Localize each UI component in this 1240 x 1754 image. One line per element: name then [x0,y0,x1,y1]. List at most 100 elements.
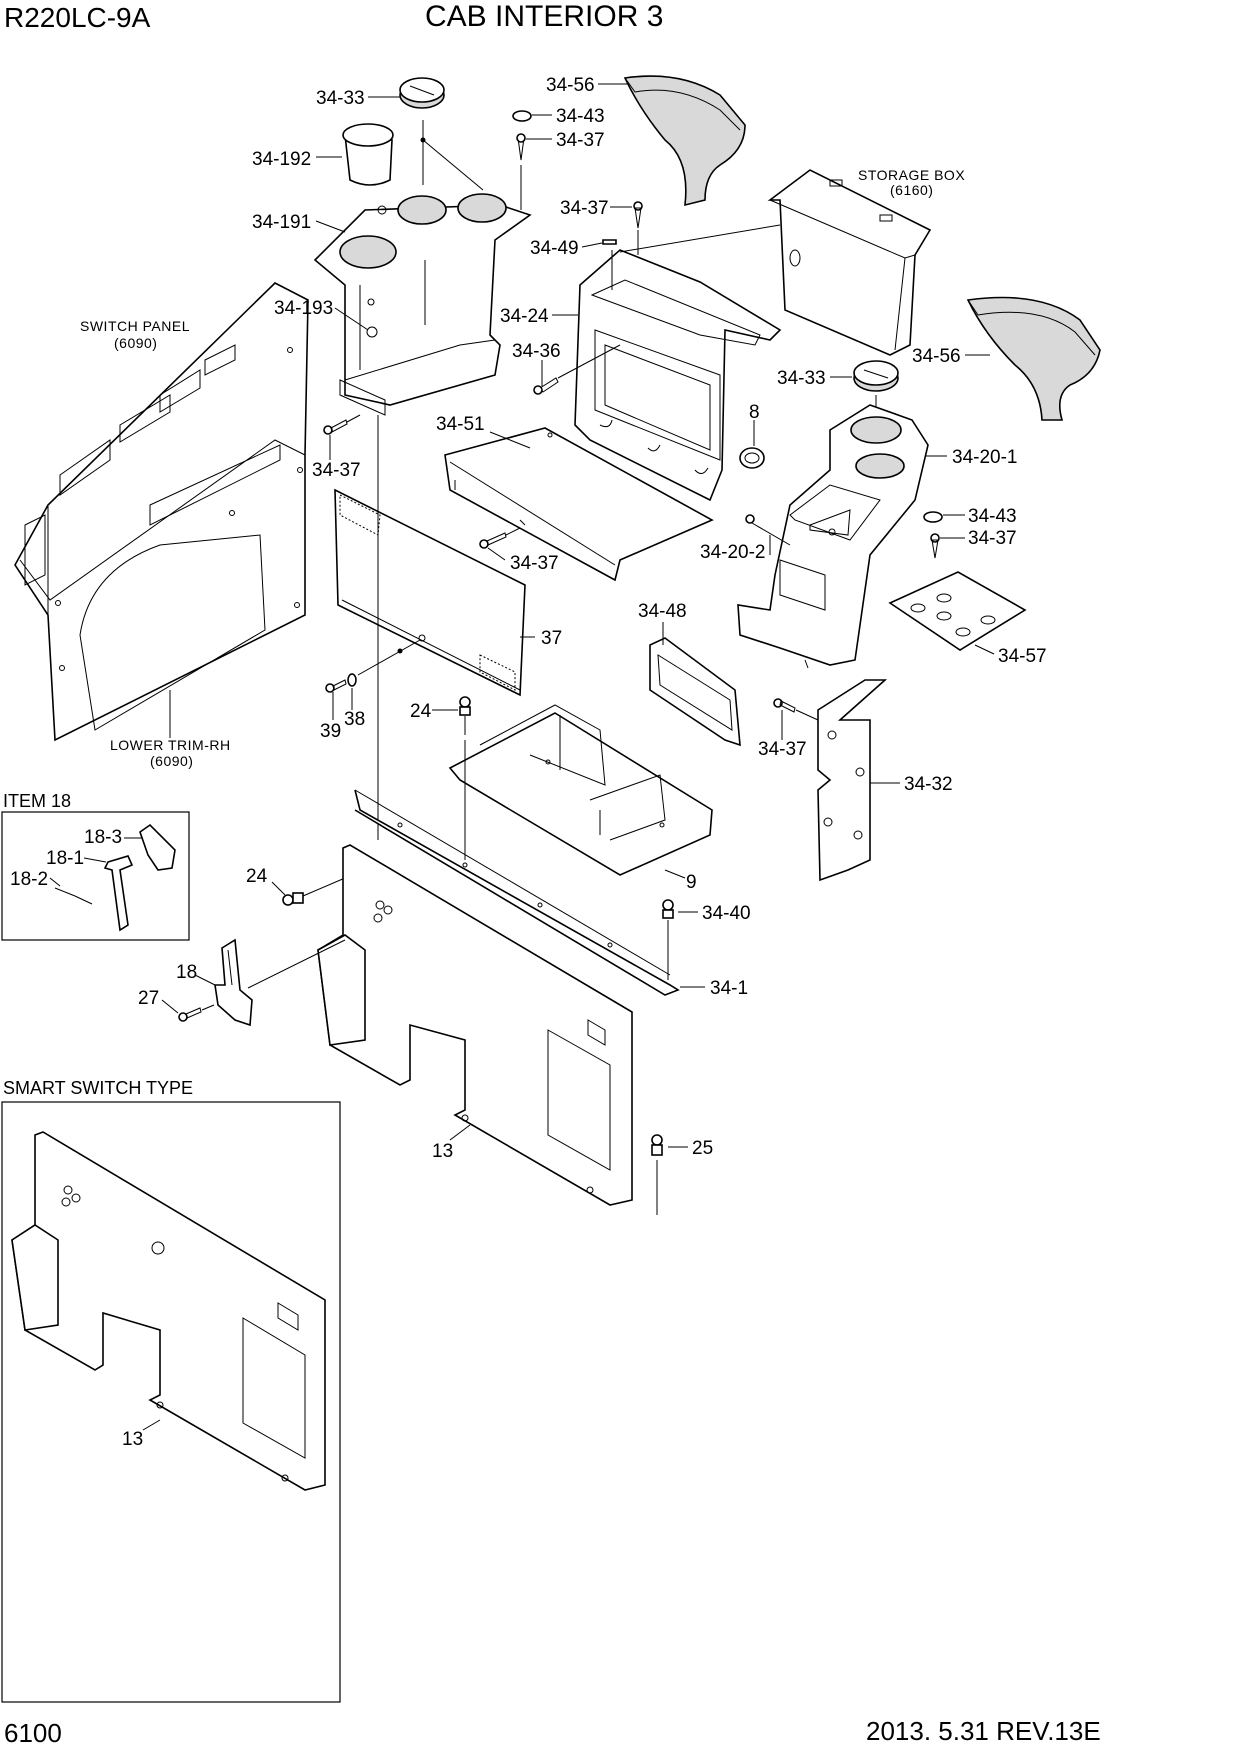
clip-34-43-right-part [923,511,943,523]
revision-date: 2013. 5.31 REV.13E [866,1716,1101,1746]
armrest-pad-upper-part [623,75,746,207]
switch-panel-note: SWITCH PANEL (6090) [80,318,190,351]
screw-34-37-frame-part [633,201,643,255]
callout-34-48: 34-48 [638,601,687,622]
svg-text:SWITCH PANEL: SWITCH PANEL [80,318,190,334]
handle-part [649,637,741,747]
rear-frame-part [574,224,782,502]
right-console-part [737,404,929,669]
callout-13-inset: 13 [122,1429,143,1450]
callout-34-57: 34-57 [998,646,1047,667]
callout-13-main: 13 [432,1141,453,1162]
svg-text:LOWER TRIM-RH: LOWER TRIM-RH [110,737,231,753]
callout-34-43-right: 34-43 [968,506,1017,527]
bolt-25-part [651,1134,663,1215]
callout-34-51: 34-51 [436,414,485,435]
callout-34-192: 34-192 [252,149,311,170]
page-title: CAB INTERIOR 3 [425,0,664,33]
storage-box-note: STORAGE BOX (6160) [858,167,965,198]
mounting-bracket-part [448,704,713,876]
callout-34-36: 34-36 [512,341,561,362]
callout-34-20-2: 34-20-2 [700,542,766,563]
callout-24-upper: 24 [410,701,432,722]
callout-18: 18 [176,962,197,983]
callout-39: 39 [320,721,341,742]
item18-pin-part [54,887,93,905]
screw-27-part [178,1004,215,1022]
screw-34-37-console-part [323,414,361,435]
item18-box-label: ITEM 18 [3,791,72,811]
callout-34-37-a: 34-37 [312,460,361,481]
callout-34-56-upper: 34-56 [546,75,595,96]
lower-trim-rh-part [14,282,309,742]
callout-34-56-lower: 34-56 [912,346,961,367]
callout-9: 9 [686,872,697,893]
rail-part [354,789,680,996]
mat-part [888,571,1027,651]
callout-34-37-d: 34-37 [510,553,559,574]
callout-34-191: 34-191 [252,212,311,233]
callout-34-1: 34-1 [710,978,748,999]
clip-34-43-upper-part [512,110,532,122]
lever-18-part [214,938,346,1027]
clamp-8-part [739,447,765,469]
screw-34-37-right-part [930,533,940,559]
callout-labels: 34-33 34-192 34-191 34-193 34-37 34-56 3… [10,75,1047,1450]
screw-34-37-top-part [516,133,526,210]
callout-34-193: 34-193 [274,298,333,319]
callout-34-49: 34-49 [530,238,579,259]
smart-switch-inset-frame [1,1101,341,1703]
tab-34-49-part [602,239,617,290]
callout-24-lower: 24 [246,866,268,887]
item18-inset-frame [1,811,190,941]
cup-holder-console-part [313,193,532,416]
leader-line-38 [357,639,421,676]
svg-text:(6160): (6160) [890,182,933,198]
callout-34-24: 34-24 [500,306,549,327]
storage-box-part [767,169,932,356]
leader-lines [49,83,995,1431]
svg-text:STORAGE BOX: STORAGE BOX [858,167,965,183]
callout-18-1: 18-1 [46,848,84,869]
smart-switch-panel-part [11,1131,326,1491]
callout-25: 25 [692,1138,713,1159]
callout-34-33-upper: 34-33 [316,88,365,109]
svg-text:(6090): (6090) [150,753,193,769]
tray-part [444,427,714,582]
cup-insert-part [342,123,394,186]
callout-34-32: 34-32 [904,774,953,795]
bolt-24-upper-part [459,696,471,860]
callout-34-37-f: 34-37 [758,739,807,760]
callout-38: 38 [344,709,365,730]
armrest-pad-lower-part [966,296,1101,421]
nut-34-20-2-part [745,514,791,546]
callout-34-40: 34-40 [702,903,751,924]
bracket-part [817,679,888,882]
screw-34-36-part [533,344,621,395]
callout-37: 37 [541,628,562,649]
back-panel-part [317,844,633,1206]
bolt-34-40-part [662,899,674,980]
callout-27: 27 [138,988,159,1009]
bolt-24-lower-part [282,877,346,906]
screw-34-37-bracket-part [773,698,819,721]
screw-39-part [325,679,347,693]
svg-text:(6090): (6090) [114,335,157,351]
callout-34-43-upper: 34-43 [556,106,605,127]
callout-18-2: 18-2 [10,869,48,890]
page-number: 6100 [4,1718,62,1748]
item18-lever-part [103,855,134,932]
callout-34-37-e: 34-37 [968,528,1017,549]
callout-34-20-1: 34-20-1 [952,447,1018,468]
callout-8: 8 [749,402,760,423]
callout-18-3: 18-3 [84,827,122,848]
lower-trim-note: LOWER TRIM-RH (6090) [110,690,231,769]
mesh-panel-part [334,488,526,697]
screw-34-37-tray-part [479,527,521,549]
model-number: R220LC-9A [4,2,151,33]
callout-34-33-right: 34-33 [777,368,826,389]
item18-clip-part [139,823,176,871]
callout-34-37-b: 34-37 [556,130,605,151]
smart-switch-box-label: SMART SWITCH TYPE [3,1078,194,1098]
